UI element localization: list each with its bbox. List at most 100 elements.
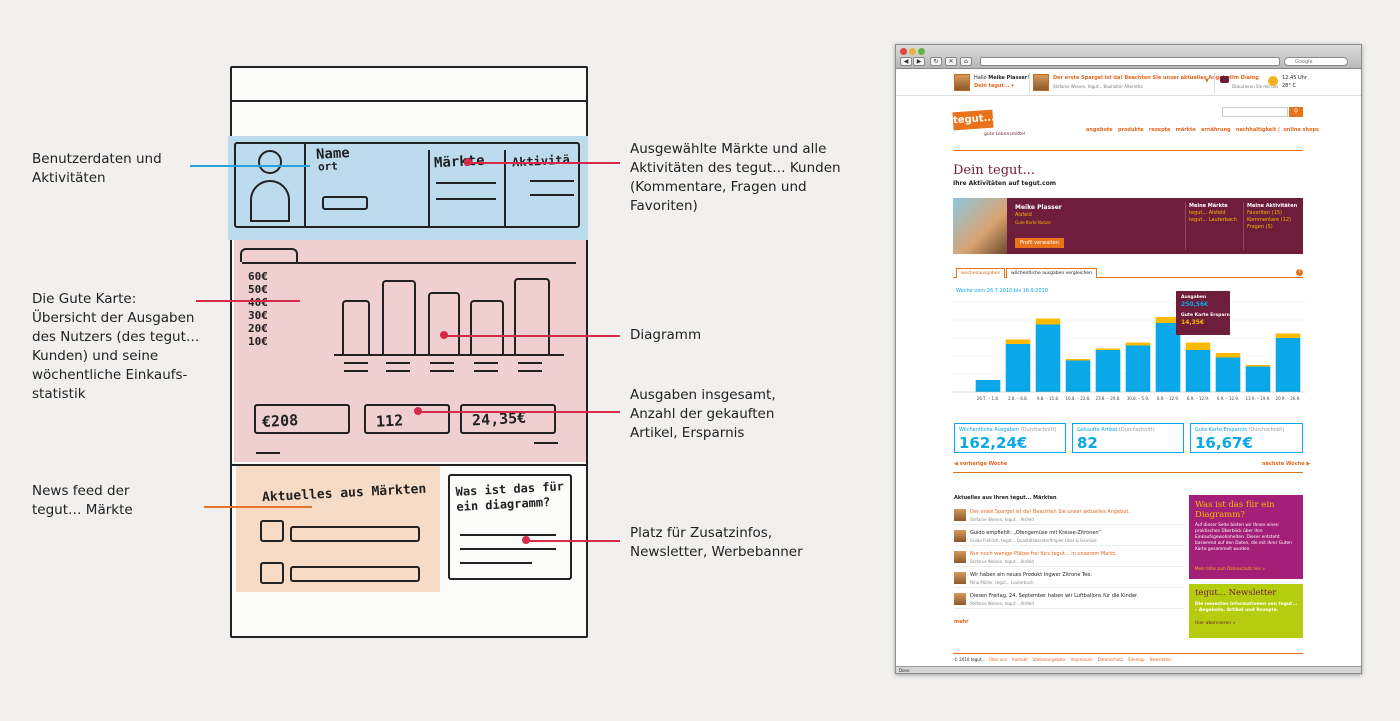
sketch-bar [428, 292, 460, 354]
annotation-diagramm: Diagramm [630, 327, 702, 343]
sketch-ort: ort [317, 159, 339, 174]
footer-link[interactable]: Stellenangebote [1032, 657, 1066, 662]
bar-spending[interactable] [1185, 350, 1211, 392]
page-subtitle: Ihre Aktivitäten auf tegut.com [953, 180, 1056, 187]
footer-link[interactable]: Kontakt [1012, 657, 1028, 662]
nav-online-shops[interactable]: online shops [1283, 127, 1319, 133]
sketch-aktivitaeten: Aktivitä [511, 152, 571, 170]
list-item[interactable]: Diesen Freitag, 24. September haben wir … [954, 591, 1184, 609]
weather-temp: 28° C [1282, 83, 1296, 89]
close-window-button[interactable] [900, 48, 907, 55]
bar-spending[interactable] [1275, 338, 1301, 392]
bar-savings[interactable] [1275, 333, 1301, 339]
browser-search-input[interactable]: Google [1284, 57, 1348, 66]
bar-savings[interactable] [1185, 342, 1211, 351]
site-search-input[interactable] [1222, 107, 1288, 117]
bar-savings[interactable] [1155, 317, 1181, 323]
stat-articles: Gekaufte Artikel (Durchschnitt) 82 [1072, 423, 1184, 453]
sketch-bar [514, 278, 550, 354]
activity-link[interactable]: Fragen (5) [1247, 224, 1273, 230]
nav-maerkte[interactable]: märkte [1175, 127, 1196, 133]
list-item[interactable]: Guido empfiehlt: „Ofengemüse mit Kresse-… [954, 528, 1184, 546]
activity-link[interactable]: Favoriten (15) [1247, 210, 1283, 216]
minimize-window-button[interactable] [909, 48, 916, 55]
bar-savings[interactable] [1005, 339, 1031, 345]
reload-icon[interactable]: ↻ [930, 57, 942, 66]
list-item[interactable]: Der erste Spargel ist da! Beachten Sie u… [954, 507, 1184, 525]
x-tick-label: 6.9. – 12.9. [1187, 396, 1209, 401]
nav-angebote[interactable]: angebote [1086, 127, 1113, 133]
newsletter-subscribe-link[interactable]: Hier abonnieren » [1195, 621, 1236, 626]
bar-savings[interactable] [1065, 359, 1091, 361]
url-input[interactable] [980, 57, 1280, 66]
bar-spending[interactable] [975, 380, 1001, 392]
bar-spending[interactable] [1125, 345, 1151, 393]
sketch-bar [382, 280, 416, 354]
x-tick-label: 26.7. – 1.8. [977, 396, 999, 401]
x-tick-label: 20.9. – 26.9. [1276, 396, 1301, 401]
activity-link[interactable]: Kommentare (12) [1247, 217, 1291, 223]
status-bar: Done [896, 666, 1361, 673]
footer-link[interactable]: Datenschutz [1097, 657, 1123, 662]
dialog-sub: Diskutieren Sie mit uns [1232, 84, 1279, 89]
newsletter-title: tegut... Newsletter [1195, 588, 1277, 598]
bar-spending[interactable] [1245, 366, 1271, 393]
bar-spending[interactable] [1005, 344, 1031, 392]
bar-savings[interactable] [1035, 318, 1061, 325]
stop-icon[interactable]: ✕ [945, 57, 957, 66]
zoom-window-button[interactable] [918, 48, 925, 55]
bar-spending[interactable] [1095, 350, 1121, 392]
footer-link[interactable]: Newsletter [1149, 657, 1172, 662]
bar-spending[interactable] [1035, 324, 1061, 393]
chevron-down-icon[interactable]: ▼ [1205, 78, 1209, 84]
feed-title: Aktuelles aus Ihren tegut... Märkten [954, 495, 1057, 501]
bar-spending[interactable] [1065, 360, 1091, 393]
x-tick-label: 6.9. – 12.9. [1217, 396, 1239, 401]
bar-savings[interactable] [1125, 342, 1151, 346]
weekly-spending-chart: 26.7. – 1.8.2.8. – 8.8.9.8. – 15.8.16.8.… [953, 301, 1305, 401]
sketch-wireframe: Name ort Märkte Aktivitä 60€ 50€ 40€ 30€… [32, 66, 841, 638]
back-icon[interactable]: ◀ [900, 57, 912, 66]
nav-ernaehrung[interactable]: ernährung [1201, 127, 1231, 133]
tab-ausgaben-vergleichen[interactable]: wöchentliche ausgaben vergleichen [1006, 268, 1097, 278]
next-week-link[interactable]: nächste Woche ▶ [1262, 461, 1311, 467]
forward-icon[interactable]: ▶ [913, 57, 925, 66]
footer-link[interactable]: Über uns [989, 657, 1008, 662]
footer-link[interactable]: Impressum [1070, 657, 1093, 662]
search-icon[interactable]: ⚲ [1289, 107, 1303, 117]
more-link[interactable]: mehr [954, 619, 969, 625]
sketch-bar [470, 300, 504, 354]
footer-link[interactable]: Sitemap [1127, 657, 1145, 662]
market-link[interactable]: tegut... Lauterbach [1189, 217, 1237, 223]
page-title: Dein tegut... [953, 163, 1036, 178]
list-item[interactable]: Nur noch wenige Plätze frei fürs tegut..… [954, 549, 1184, 567]
chart-subtitle: Woche vom 26.7.2010 bis 16.9.2010 [956, 288, 1049, 294]
nav-rezepte[interactable]: rezepte [1148, 127, 1171, 133]
bar-savings[interactable] [1215, 353, 1241, 358]
bar-spending[interactable] [1215, 357, 1241, 393]
sketch-stat-articles: 112 [375, 411, 404, 431]
bar-savings[interactable] [1095, 348, 1121, 351]
home-icon[interactable]: ⌂ [960, 57, 972, 66]
annotation-zusatz: Platz für Zusatzinfos,Newsletter, Werbeb… [630, 525, 803, 560]
x-tick-label: 16.8. – 22.8. [1066, 396, 1091, 401]
x-tick-label: 2.8. – 8.8. [1008, 396, 1028, 401]
dialog-link[interactable]: Im Dialog [1232, 75, 1259, 81]
nav-produkte[interactable]: produkte [1117, 127, 1144, 133]
gute-karte-zone [234, 240, 586, 462]
help-icon[interactable]: ? [1296, 269, 1303, 276]
list-item[interactable]: Wir haben ein neues Produkt Ingwer Zitro… [954, 570, 1184, 588]
bar-savings[interactable] [1245, 365, 1271, 367]
weather-time: 12:45 Uhr [1282, 75, 1307, 81]
prev-week-link[interactable]: ◀ vorherige Woche [954, 461, 1008, 467]
market-link[interactable]: tegut... Alsfeld [1189, 210, 1226, 216]
tegut-logo[interactable]: tegut... [952, 109, 995, 131]
nav-nachhaltigkeit[interactable]: nachhaltigkeit [1235, 127, 1277, 133]
manage-profile-button[interactable]: Profil verwalten [1015, 238, 1064, 248]
news-ticker-link[interactable]: Der erste Spargel ist da! Beachten Sie u… [1053, 75, 1234, 81]
promo-link[interactable]: Mehr Infos zum Datenschutz hier » [1195, 566, 1265, 571]
dein-tegut-menu[interactable]: Dein tegut... ▾ [974, 83, 1014, 89]
tab-wochenausgaben[interactable]: wochenausgaben [956, 268, 1006, 278]
